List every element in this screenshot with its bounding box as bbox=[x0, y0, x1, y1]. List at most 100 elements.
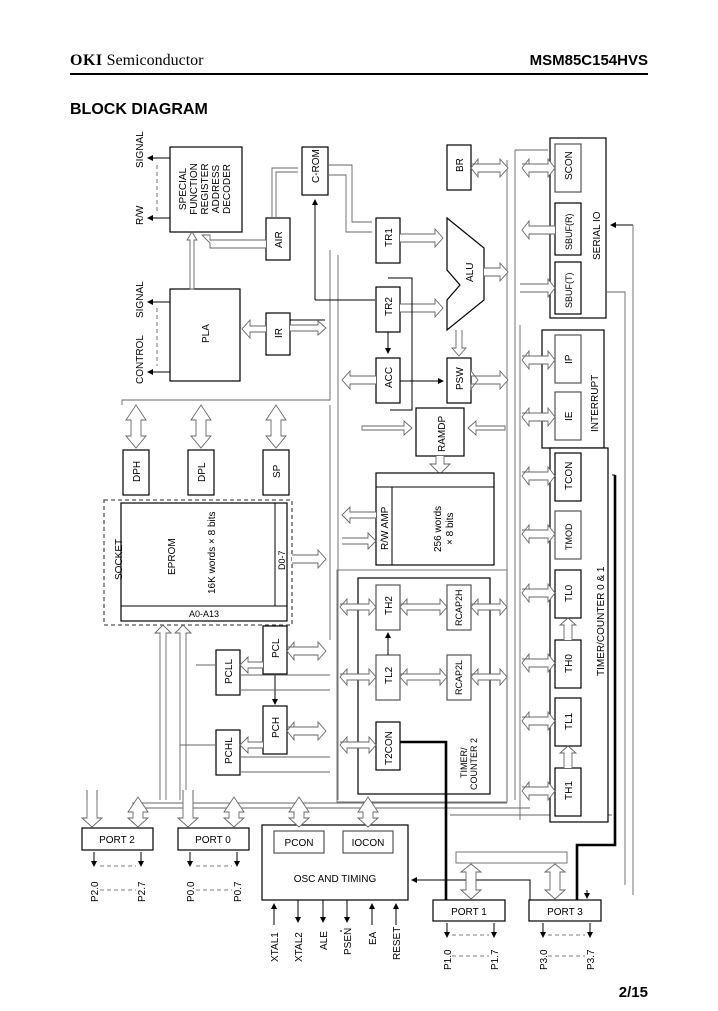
brand-bold: OKI bbox=[70, 52, 103, 69]
rw-amp-label: R/W AMP bbox=[380, 506, 391, 550]
ip-label: IP bbox=[564, 354, 575, 364]
timer2-label-2: COUNTER 2 bbox=[469, 738, 479, 790]
header-rule bbox=[70, 73, 648, 75]
timer-counter-01: TCON TMOD TL0 TH0 TL1 TH1 TIMER/COUNTER … bbox=[521, 447, 617, 900]
page-title: BLOCK DIAGRAM bbox=[70, 101, 208, 118]
pchl-label: PCHL bbox=[224, 737, 235, 764]
pin-xtal2: XTAL2 bbox=[294, 932, 305, 962]
sfr-decoder-block: SPECIAL FUNCTION REGISTER ADDRESS DECODE… bbox=[135, 131, 243, 233]
acc-block: ACC bbox=[341, 357, 444, 404]
timer-counter-2: TH2 TL2 RCAP2H RCAP2L T2CON TIMER/ COUNT… bbox=[339, 577, 508, 900]
p1-last-label: P1.7 bbox=[490, 949, 501, 970]
sfr-line-1: SPECIAL bbox=[178, 167, 189, 210]
dph-label: DPH bbox=[132, 461, 143, 482]
port-2-block: PORT 2 P2.0 P2.7 bbox=[80, 790, 154, 902]
tl2-label: TL2 bbox=[384, 666, 395, 684]
c-rom-label: C-ROM bbox=[311, 149, 322, 183]
sbuf-r-label: SBUF(R) bbox=[564, 214, 574, 251]
p3-last-label: P3.7 bbox=[586, 949, 597, 970]
pc-registers: PCL PCLL PCH PCHL bbox=[180, 625, 330, 776]
ir-label: IR bbox=[274, 328, 285, 338]
pcl-label: PCL bbox=[271, 638, 282, 658]
serial-io-label: SERIAL IO bbox=[592, 211, 603, 260]
sp-label: SP bbox=[272, 464, 283, 478]
psw-block: PSW bbox=[446, 357, 509, 404]
air-label: AIR bbox=[274, 231, 285, 248]
pin-reset: RESET bbox=[392, 927, 403, 960]
osc-timing-block: PCON IOCON OSC AND TIMING XTAL1 XTAL2 AL… bbox=[261, 796, 531, 962]
serial-io-block: SCON SBUF(R) SBUF(T) SERIAL IO bbox=[520, 137, 634, 895]
tcon-label: TCON bbox=[564, 462, 575, 490]
ramdp-block: RAMDP bbox=[361, 407, 506, 475]
osc-label: OSC AND TIMING bbox=[294, 874, 377, 885]
tmod-label: TMOD bbox=[564, 523, 574, 550]
tl1-label: TL1 bbox=[564, 712, 575, 730]
tr1-block: TR1 bbox=[375, 217, 444, 264]
sp-block: SP bbox=[262, 404, 290, 496]
eprom-data-label: D0-7 bbox=[277, 550, 287, 570]
t2con-label: T2CON bbox=[384, 731, 395, 765]
pin-psen: PSEN bbox=[343, 928, 354, 955]
br-label: BR bbox=[455, 158, 466, 172]
tl0-label: TL0 bbox=[564, 584, 575, 602]
timer01-label: TIMER/COUNTER 0 & 1 bbox=[596, 566, 607, 676]
p1-first-label: P1.0 bbox=[443, 949, 454, 970]
air-block: AIR bbox=[200, 167, 298, 261]
pcll-label: PCLL bbox=[224, 659, 235, 684]
port0-label: PORT 0 bbox=[195, 835, 231, 846]
pin-xtal1: XTAL1 bbox=[270, 932, 281, 962]
ie-label: IE bbox=[564, 411, 575, 421]
sfr-signal-label: SIGNAL bbox=[135, 131, 146, 168]
interrupt-block: IP IE INTERRUPT bbox=[521, 329, 605, 449]
eprom-size-label: 16K words × 8 bits bbox=[207, 511, 218, 594]
ram-block: R/W AMP 256 words × 8 bits bbox=[341, 472, 495, 566]
ram-size-line-1: 256 words bbox=[433, 506, 444, 552]
pch-label: PCH bbox=[271, 717, 282, 738]
tr2-label: TR2 bbox=[384, 297, 395, 316]
sbuf-t-label: SBUF(T) bbox=[564, 273, 574, 309]
port-1-block: PORT 1 P1.0 P1.7 bbox=[432, 851, 568, 970]
pcon-label: PCON bbox=[285, 838, 314, 849]
interrupt-label: INTERRUPT bbox=[590, 375, 601, 432]
br-block: BR bbox=[446, 144, 509, 191]
acc-label: ACC bbox=[384, 367, 395, 388]
sfr-line-5: DECODER bbox=[222, 164, 233, 214]
port1-label: PORT 1 bbox=[451, 907, 487, 918]
port-bus-lines bbox=[86, 790, 194, 800]
dph-block: DPH bbox=[122, 404, 150, 496]
tr1-label: TR1 bbox=[384, 228, 395, 247]
part-number: MSM85C154HVS bbox=[529, 52, 648, 69]
port3-label: PORT 3 bbox=[547, 907, 583, 918]
psw-label: PSW bbox=[455, 367, 466, 390]
page-number: 2/15 bbox=[618, 984, 648, 1001]
pin-ale: ALE bbox=[319, 931, 330, 950]
sfr-line-3: REGISTER bbox=[200, 163, 211, 214]
pla-control-label: CONTROL bbox=[135, 335, 146, 384]
p3-first-label: P3.0 bbox=[539, 949, 550, 970]
pla-signal-label: SIGNAL bbox=[135, 281, 146, 318]
sfr-rw-label: R/W bbox=[135, 205, 146, 225]
eprom-label: EPROM bbox=[167, 538, 178, 575]
oki-logo: OKI Semiconductor bbox=[70, 52, 204, 70]
pin-ea: EA bbox=[368, 931, 379, 945]
port2-label: PORT 2 bbox=[99, 835, 135, 846]
sfr-line-2: FUNCTION bbox=[189, 163, 200, 215]
port-3-block: PORT 3 P3.0 P3.7 bbox=[528, 863, 602, 970]
pla-block: PLA SIGNAL CONTROL bbox=[135, 231, 241, 384]
p2-first-label: P2.0 bbox=[90, 881, 101, 902]
p2-last-label: P2.7 bbox=[137, 881, 148, 902]
th0-label: TH0 bbox=[564, 654, 575, 673]
th2-label: TH2 bbox=[384, 596, 395, 615]
rcap2l-label: RCAP2L bbox=[454, 660, 464, 695]
dpl-block: DPL bbox=[187, 404, 215, 496]
internal-bus bbox=[121, 149, 612, 820]
rcap2h-label: RCAP2H bbox=[454, 589, 464, 626]
tr2-block: TR2 bbox=[375, 277, 444, 411]
p0-first-label: P0.0 bbox=[186, 881, 197, 902]
socket-label: SOCKET bbox=[114, 539, 125, 580]
ir-block: IR bbox=[241, 312, 327, 356]
pla-label: PLA bbox=[201, 324, 212, 343]
dpl-label: DPL bbox=[197, 462, 208, 482]
eprom-addr-label: A0-A13 bbox=[189, 609, 219, 619]
